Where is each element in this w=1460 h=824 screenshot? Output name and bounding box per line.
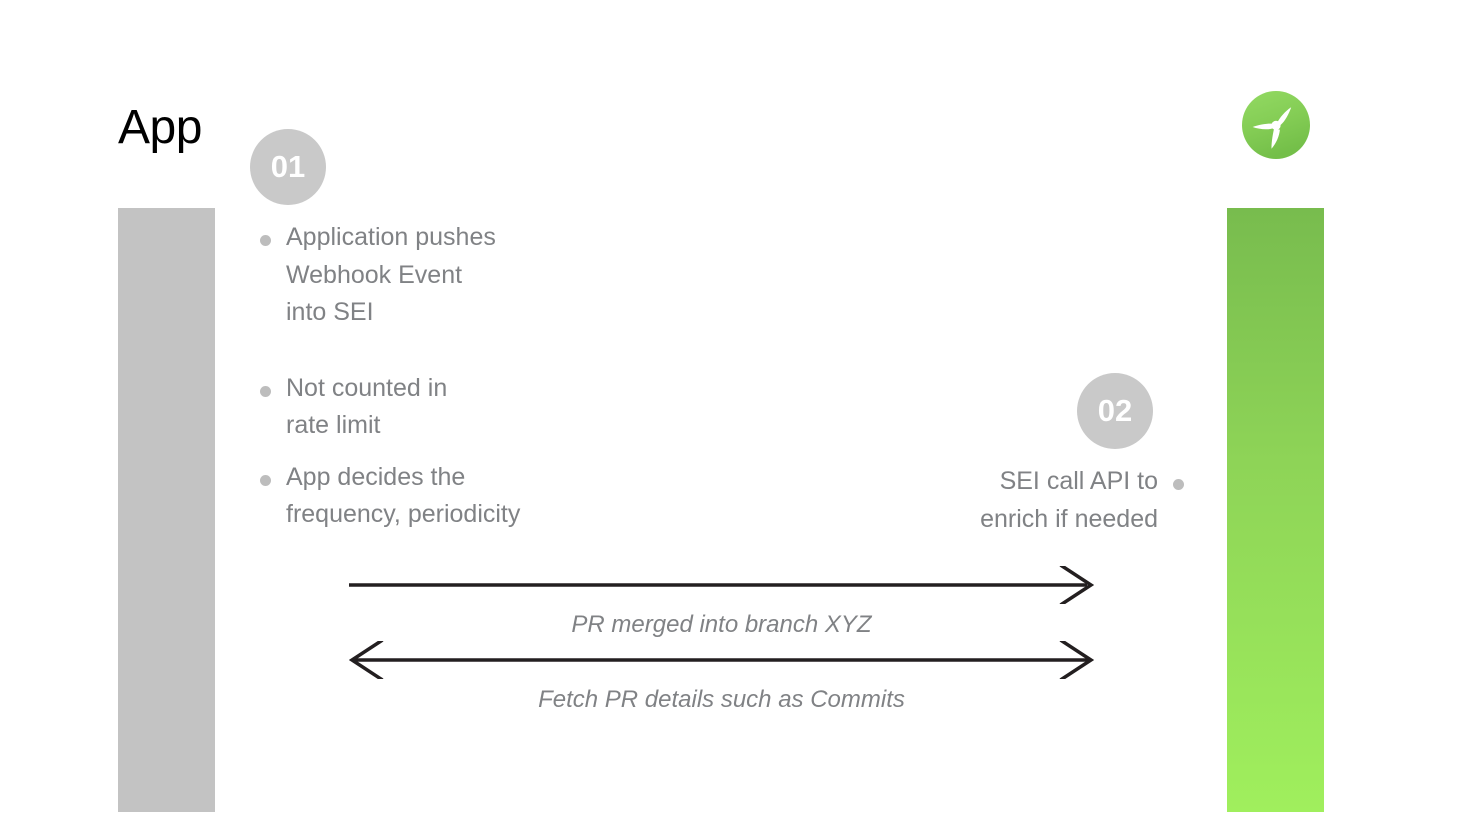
- bullet-line: Not counted in: [286, 373, 448, 402]
- pr-merged-arrow: PR merged into branch XYZ: [349, 566, 1094, 642]
- bullet-line: rate limit: [286, 411, 381, 439]
- sei-bullet-list: SEI call API to enrich if needed: [860, 463, 1190, 538]
- bullet-item: Application pushes Webhook Event into SE…: [254, 219, 734, 332]
- propeller-logo-icon: [1241, 90, 1311, 160]
- bullet-line: SEI call API to: [999, 467, 1158, 495]
- bullet-item: App decides the frequency, periodicity: [254, 459, 734, 534]
- step-badge-01: 01: [250, 129, 326, 205]
- arrow-both-icon: [349, 641, 1094, 679]
- fetch-pr-details-arrow: Fetch PR details such as Commits: [349, 641, 1094, 717]
- bullet-line: enrich if needed: [980, 504, 1158, 533]
- page-title: App: [118, 101, 202, 154]
- bullet-dot-icon: [260, 235, 271, 246]
- arrow-label: Fetch PR details such as Commits: [538, 686, 905, 713]
- bullet-line: App decides the: [286, 462, 466, 491]
- app-bullet-list: Application pushes Webhook Event into SE…: [254, 219, 734, 534]
- bullet-item: SEI call API to enrich if needed: [860, 463, 1190, 538]
- step-badge-02: 02: [1077, 373, 1153, 449]
- bullet-dot-icon: [260, 385, 271, 397]
- app-lane-bar: [118, 208, 215, 812]
- spacer: [254, 445, 734, 459]
- sei-lane-bar: [1227, 208, 1324, 812]
- bullet-line: frequency, periodicity: [286, 500, 521, 528]
- bullet-dot-icon: [260, 474, 271, 486]
- bullet-line: Application pushes: [286, 223, 496, 251]
- bullet-item: Not counted in rate limit: [254, 370, 734, 445]
- bullet-line: into SEI: [286, 298, 374, 326]
- arrow-right-icon: [349, 566, 1094, 604]
- arrow-label: PR merged into branch XYZ: [571, 611, 872, 638]
- bullet-line: Webhook Event: [286, 260, 463, 289]
- spacer: [254, 332, 734, 370]
- bullet-dot-icon: [1173, 479, 1184, 490]
